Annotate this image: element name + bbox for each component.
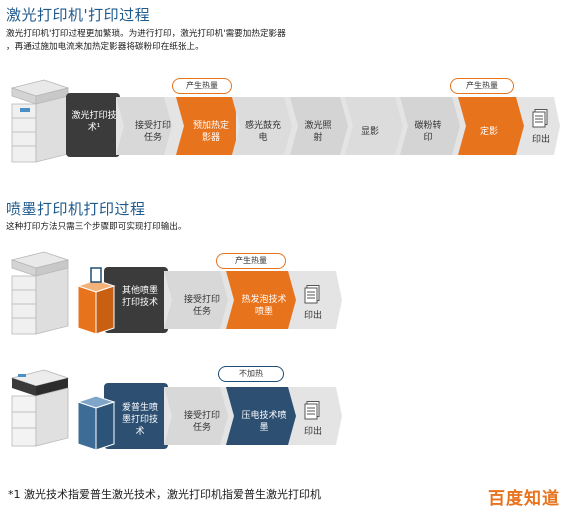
laser-description-line-2: ，再通过施加电流来加热定影器将碳粉印在纸张上。 [6, 42, 204, 52]
laser-printer-illustration [10, 79, 70, 163]
laser-step-label-5: 显影 [360, 127, 379, 137]
laser-step-label-8: 印出 [531, 135, 550, 145]
inkjet-printer-illustration-other [10, 251, 70, 335]
heat-badge-preheat: 产生热量 [172, 78, 232, 94]
laser-step-chevron-4 [290, 97, 348, 155]
epson-step-label-2: 压电技术喷墨 [241, 411, 287, 433]
watermark-logo: 百度知道 [488, 489, 560, 509]
inkjet-description: 这种打印方法只需三个步骤即可实现打印输出。 [6, 222, 187, 232]
document-icon [304, 285, 320, 304]
epson-tech-box [104, 383, 168, 449]
laser-step-label-6: 碳粉转印 [414, 121, 442, 143]
other-inkjet-step-chevron-1 [164, 271, 228, 329]
heat-badge-fuse: 产生热量 [450, 78, 514, 94]
document-icon [532, 109, 548, 128]
epson-tech-label: 爱普生喷墨打印技术 [121, 403, 158, 437]
epson-step-chevron-1 [164, 387, 228, 445]
other-inkjet-tech-label: 其他喷墨打印技术 [121, 286, 158, 308]
document-icon [304, 401, 320, 420]
laser-step-chevron-1 [116, 97, 172, 155]
laser-tech-label: 激光打印技术¹ [71, 111, 117, 133]
laser-step-label-2: 预加热定影器 [192, 121, 229, 143]
laser-step-label-7: 定影 [479, 127, 498, 137]
heat-badge-thermal: 产生热量 [216, 253, 286, 269]
other-inkjet-step-label-1: 接受打印任务 [183, 295, 220, 317]
epson-step-chevron-2 [226, 387, 296, 445]
laser-step-chevron-5 [345, 97, 403, 155]
laser-tech-box [66, 93, 120, 157]
inkjet-cartridge-orange-icon [76, 267, 116, 335]
inkjet-cartridge-blue-icon [76, 395, 116, 451]
footnote: *1 激光技术指爱普生激光技术，激光打印机指爱普生激光打印机 [8, 488, 321, 501]
laser-step-chevron-6 [400, 97, 460, 155]
laser-step-chevron-3 [232, 97, 292, 155]
laser-step-chevron-7 [458, 97, 524, 155]
other-inkjet-tech-box [104, 267, 168, 333]
other-inkjet-step-label-3: 印出 [303, 311, 322, 321]
laser-step-label-4: 激光照射 [304, 121, 332, 143]
other-inkjet-step-chevron-2 [226, 271, 296, 329]
laser-step-chevron-2 [176, 97, 236, 155]
epson-step-label-3: 印出 [303, 427, 322, 437]
no-heat-badge: 不加热 [218, 366, 284, 382]
laser-step-label-1: 接受打印任务 [134, 121, 171, 143]
epson-step-label-1: 接受打印任务 [183, 411, 220, 433]
laser-section-title: 激光打印机'打印过程 [6, 6, 151, 24]
inkjet-section-title: 喷墨打印机打印过程 [6, 200, 146, 218]
epson-printer-illustration [10, 369, 70, 447]
laser-description-line-1: 激光打印机'打印过程更加繁琐。为进行打印，激光打印机'需要加热定影器 [6, 29, 286, 39]
other-inkjet-step-label-2: 热发泡技术喷墨 [241, 295, 287, 317]
laser-step-label-3: 感光鼓充电 [244, 121, 281, 143]
